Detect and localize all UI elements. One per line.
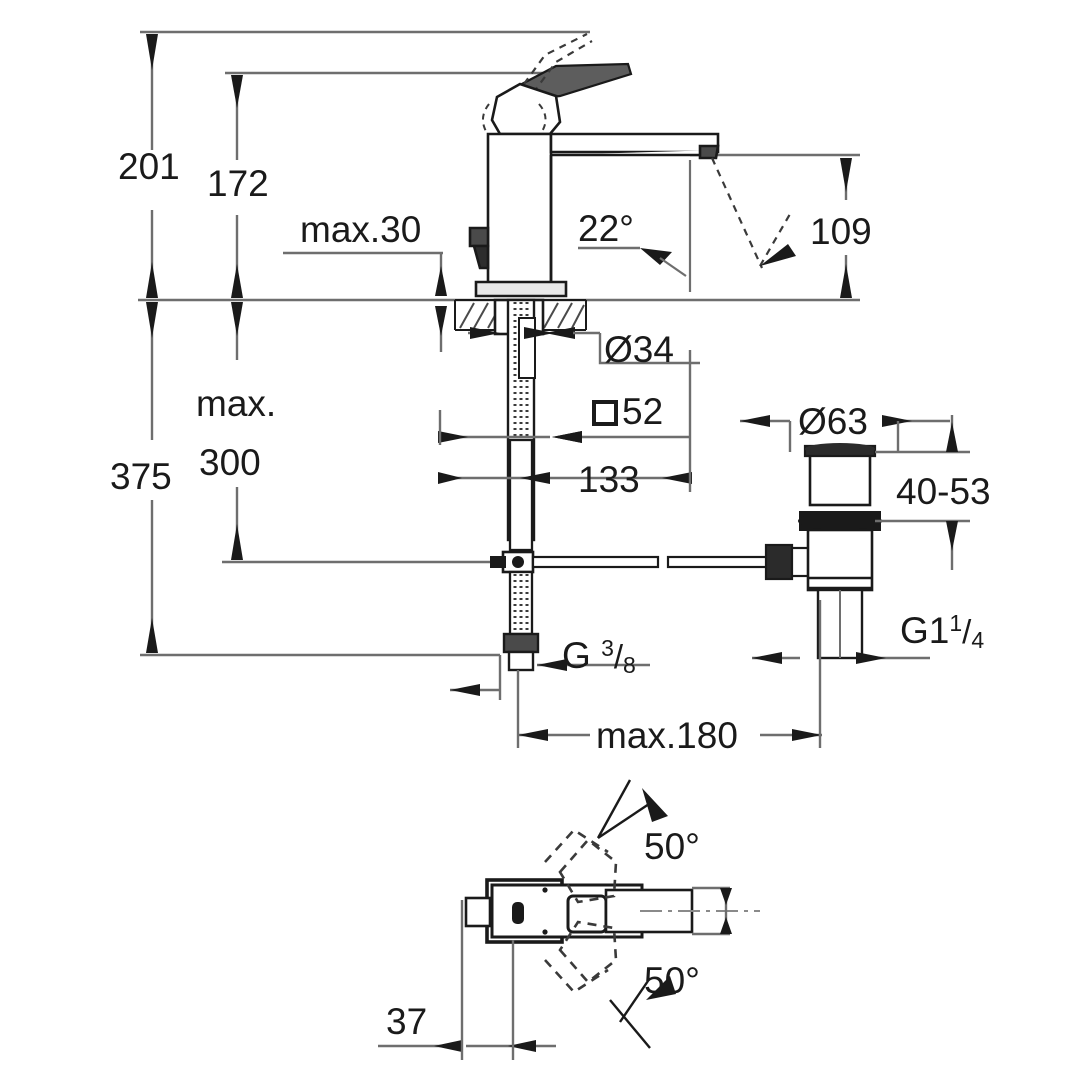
label-waste-thread: G11/4 xyxy=(900,610,984,652)
dimension-172 xyxy=(231,75,243,298)
label-body-depth-top: 37 xyxy=(386,1001,428,1042)
dimension-109 xyxy=(840,158,852,298)
label-total-height: 201 xyxy=(118,146,180,187)
dimension-52-133 xyxy=(438,350,692,492)
label-spout-angle: 22° xyxy=(578,208,634,249)
faucet-body-side-view xyxy=(468,33,720,298)
dimension-201 xyxy=(146,34,158,298)
label-supply-thread: G 3/8 xyxy=(562,635,636,677)
leader-22-degrees xyxy=(578,157,796,292)
label-base-square: 52 xyxy=(592,393,663,430)
leader-g1-quarter xyxy=(752,652,930,664)
label-overall-depth: 375 xyxy=(110,456,172,497)
label-max-counter-thickness: max.30 xyxy=(300,209,422,250)
dimension-max-300 xyxy=(231,302,243,560)
fraction-slash: / xyxy=(962,613,972,650)
fraction-one-quarter: 1/4 xyxy=(949,610,984,652)
mounting-shank-assembly xyxy=(454,298,587,672)
label-shank-diameter: Ø34 xyxy=(604,329,674,370)
dimension-37 xyxy=(378,900,556,1060)
label-base-square-value: 52 xyxy=(622,391,664,432)
label-spout-outlet-height: 109 xyxy=(810,211,872,252)
plan-view-top-of-faucet xyxy=(378,779,760,1060)
square-symbol-icon xyxy=(592,400,618,426)
label-spout-height: 172 xyxy=(207,163,269,204)
label-waste-thread-base: G1 xyxy=(900,610,950,651)
dimension-d63 xyxy=(740,415,950,452)
popup-waste-assembly xyxy=(531,443,882,660)
label-max-supply-reach: max. xyxy=(196,383,277,424)
label-max-rod-length: max.180 xyxy=(596,715,738,756)
label-waste-flange-diameter: Ø63 xyxy=(798,401,868,442)
label-waste-adjust-range: 40-53 xyxy=(896,471,991,512)
dimension-40-53 xyxy=(875,415,970,570)
label-spout-reach: 133 xyxy=(578,459,640,500)
fraction-slash: / xyxy=(613,638,624,675)
label-max-supply-reach-value: 300 xyxy=(199,442,261,483)
fraction-three-eighths: 3/8 xyxy=(601,635,636,677)
dimension-max-180 xyxy=(516,600,822,748)
fraction-numerator: 1 xyxy=(949,610,963,636)
fraction-numerator: 3 xyxy=(601,635,614,661)
fraction-denominator: 4 xyxy=(971,627,985,653)
label-supply-thread-base: G xyxy=(562,635,591,676)
fraction-denominator: 8 xyxy=(623,652,636,678)
leader-d34 xyxy=(468,327,700,365)
leader-g38 xyxy=(450,655,650,700)
dimension-375 xyxy=(146,302,158,653)
label-swivel-angle-upper: 50° xyxy=(644,826,700,867)
label-swivel-angle-lower: 50° xyxy=(644,960,700,1001)
dimension-max-30 xyxy=(435,253,447,352)
